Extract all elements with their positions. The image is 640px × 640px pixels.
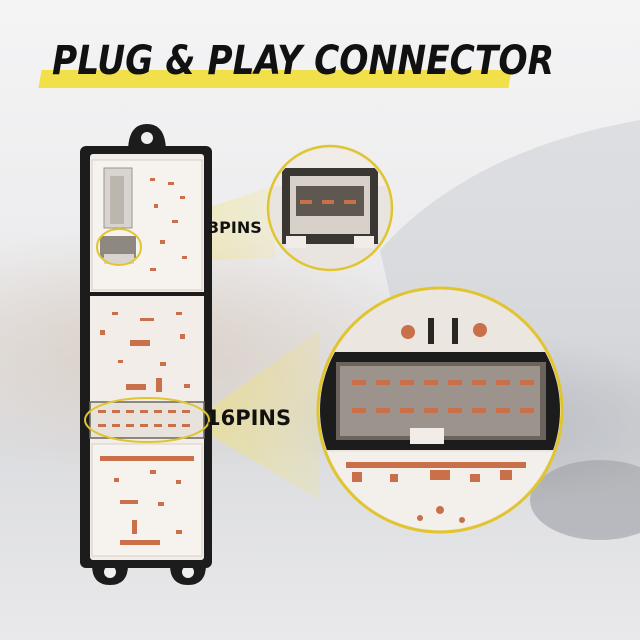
title-banner: PLUG & PLAY CONNECTOR	[38, 36, 554, 96]
callout-16pins: 16PINS	[206, 406, 292, 430]
switch-housing	[80, 124, 212, 585]
zoom-beam-16pin	[205, 330, 320, 500]
callout-3pins: 3PINS	[208, 218, 262, 237]
page-title: PLUG & PLAY CONNECTOR	[52, 38, 555, 84]
zoom-circle-3pin	[260, 138, 400, 278]
zoom-circle-16pin	[310, 280, 570, 540]
